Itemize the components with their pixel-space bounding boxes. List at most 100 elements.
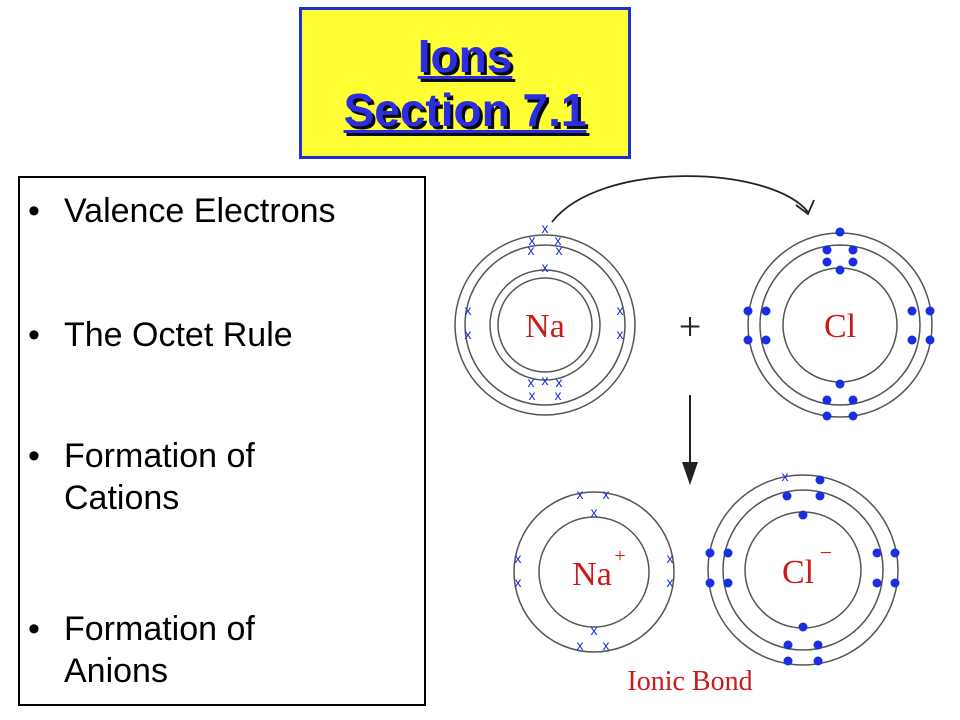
topic-formation-cations: • Formation of Cations [28,435,423,519]
cl-label: Cl [824,308,856,345]
na-electron-x: x [528,374,535,390]
cl-ion-electron-dot [723,548,733,558]
cl-electron-dot [835,379,845,389]
na-electron-x: x [465,302,472,318]
topic-text: Formation of [64,437,255,475]
na-shell-2 [489,269,601,381]
bullet: • [28,192,40,230]
cl-ion-electron-dot [705,548,715,558]
cl-electron-dot [925,306,935,316]
na-ion-electron-x: x [577,486,584,502]
cl-electron-dot [822,411,832,421]
topic-formation-anions: • Formation of Anions [28,608,423,692]
na-shell-1 [497,277,593,373]
cl-electron-dot [907,335,917,345]
na-electron-x: x [542,372,549,388]
na-shell-3-inner [464,244,626,406]
na-ion-shell-inner [538,516,650,628]
cl-ion-electron-dot [815,491,825,501]
na-electron-x: x [465,326,472,342]
topic-octet-rule: • The Octet Rule [28,314,423,356]
cl-ion-electron-dot [813,656,823,666]
na-electron-x: x [529,232,536,248]
topics-box: • Valence Electrons • The Octet Rule • F… [18,176,426,706]
cl-ion-electron-dot [813,640,823,650]
transferred-electron-x: x [782,468,789,484]
cl-electron-dot [822,245,832,255]
title-line-2: Section 7.1 [343,84,587,136]
cl-electron-dot [743,306,753,316]
cl-ion-electron-dot [783,640,793,650]
na-electron-x: x [617,302,624,318]
cl-ion-electron-dot [872,548,882,558]
topic-text-2: Anions [64,652,168,690]
arrow-icon [795,199,815,216]
cl-ion-electron-dot [705,578,715,588]
cl-electron-dot [848,411,858,421]
cl-ion-label: Cl [782,554,814,591]
cl-ion-electron-dot [872,578,882,588]
cl-electron-dot [743,335,753,345]
na-shell-3 [454,234,636,416]
topic-text: Formation of [64,610,255,648]
sodium-atom: Na [454,234,636,416]
cl-electron-dot [848,257,858,267]
cl-electron-dot [822,257,832,267]
cl-ion-electron-dot [782,491,792,501]
na-electron-x: x [542,259,549,275]
topic-valence-electrons: • Valence Electrons [28,190,423,232]
electron-transfer-arrow [551,175,809,223]
cl-ion-electron-dot [815,475,825,485]
bullet: • [28,437,40,475]
cl-electron-dot [761,335,771,345]
bullet: • [28,610,40,648]
chlorine-atom: Cl [747,232,933,418]
na-label: Na [525,308,565,345]
cl-electron-dot [848,245,858,255]
na-ion-electron-x: x [577,637,584,653]
topic-text: The Octet Rule [64,316,293,354]
na-ion-electron-x: x [515,550,522,566]
topic-text: Valence Electrons [64,192,336,230]
na-ion-charge: + [614,545,625,567]
title-line-1: Ions [417,30,513,82]
na-ion-electron-x: x [591,504,598,520]
title-box: Ions Section 7.1 [299,7,631,159]
cl-ion-electron-dot [798,510,808,520]
cl-shell-3-inner [759,244,921,406]
na-ion-electron-x: x [591,622,598,638]
na-ion-electron-x: x [667,550,674,566]
na-electron-x: x [542,220,549,236]
na-ion-shell-outer [513,491,675,653]
na-ion-electron-x: x [667,574,674,590]
cl-ion-charge: − [820,540,832,565]
sodium-ion: Na + [513,491,675,653]
bullet: • [28,316,40,354]
cl-electron-dot [835,227,845,237]
na-electron-x: x [556,374,563,390]
cl-ion-shell-3 [707,474,899,666]
na-ion-label: Na [572,556,612,593]
cl-electron-dot [835,265,845,275]
na-electron-x: x [555,232,562,248]
chloride-ion: Cl − [707,474,899,666]
cl-electron-dot [822,395,832,405]
na-ion-electron-x: x [515,574,522,590]
cl-electron-dot [925,335,935,345]
na-ion-electron-x: x [603,486,610,502]
na-electron-x: x [556,242,563,258]
cl-ion-electron-dot [783,656,793,666]
na-electron-x: x [528,242,535,258]
na-ion-electron-x: x [603,637,610,653]
na-electron-x: x [529,387,536,403]
topic-text-2: Cations [64,479,180,517]
cl-electron-dot [761,306,771,316]
na-electron-x: x [617,326,624,342]
cl-ion-electron-dot [890,548,900,558]
cl-ion-electron-dot [890,578,900,588]
cl-electron-dot [848,395,858,405]
ionic-bond-caption: Ionic Bond [627,666,752,697]
cl-ion-electron-dot [798,622,808,632]
